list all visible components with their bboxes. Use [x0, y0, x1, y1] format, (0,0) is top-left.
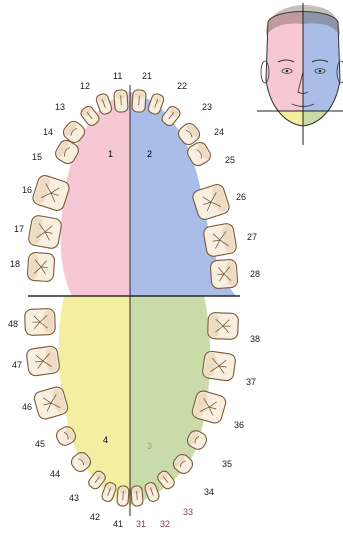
- tooth-label-33: 33: [183, 508, 193, 517]
- tooth-label-47: 47: [12, 361, 22, 370]
- quadrant-label-3: 3: [147, 442, 152, 451]
- tooth-label-15: 15: [32, 153, 42, 162]
- tooth-label-45: 45: [35, 440, 45, 449]
- quadrant-label-4: 4: [103, 436, 108, 445]
- tooth-label-31: 31: [136, 520, 146, 529]
- tooth-label-17: 17: [14, 225, 24, 234]
- tooth-label-26: 26: [236, 193, 246, 202]
- tooth-37: [202, 350, 236, 381]
- tooth-label-22: 22: [177, 82, 187, 91]
- tooth-18: [27, 252, 55, 282]
- tooth-label-28: 28: [250, 270, 260, 279]
- tooth-label-48: 48: [8, 320, 18, 329]
- face-diagram: [257, 3, 343, 145]
- tooth-label-36: 36: [234, 421, 244, 430]
- tooth-31: [131, 486, 143, 507]
- tooth-label-44: 44: [50, 470, 60, 479]
- quadrant-label-1: 1: [108, 150, 113, 159]
- tooth-label-37: 37: [246, 378, 256, 387]
- tooth-47: [26, 345, 60, 376]
- tooth-label-38: 38: [250, 335, 260, 344]
- tooth-label-21: 21: [142, 72, 152, 81]
- tooth-21: [132, 90, 147, 113]
- tooth-label-42: 42: [90, 513, 100, 522]
- tooth-label-16: 16: [22, 186, 32, 195]
- tooth-48: [25, 308, 56, 335]
- tooth-label-23: 23: [202, 103, 212, 112]
- tooth-label-34: 34: [204, 488, 214, 497]
- tooth-label-46: 46: [22, 403, 32, 412]
- tooth-17: [28, 215, 63, 250]
- tooth-label-35: 35: [222, 460, 232, 469]
- tooth-41: [117, 486, 129, 507]
- tooth-11: [114, 90, 129, 113]
- quadrant-label-2: 2: [147, 150, 152, 159]
- tooth-label-43: 43: [69, 494, 79, 503]
- tooth-label-32: 32: [160, 520, 170, 529]
- tooth-12: [95, 93, 113, 116]
- tooth-label-25: 25: [225, 156, 235, 165]
- tooth-28: [210, 259, 238, 289]
- tooth-label-41: 41: [113, 520, 123, 529]
- tooth-label-12: 12: [80, 82, 90, 91]
- tooth-label-24: 24: [214, 128, 224, 137]
- tooth-27: [203, 223, 238, 258]
- tooth-label-18: 18: [10, 260, 20, 269]
- tooth-label-14: 14: [43, 128, 53, 137]
- tooth-label-27: 27: [247, 233, 257, 242]
- tooth-38: [208, 312, 239, 339]
- tooth-label-13: 13: [55, 103, 65, 112]
- tooth-label-11: 11: [113, 72, 122, 81]
